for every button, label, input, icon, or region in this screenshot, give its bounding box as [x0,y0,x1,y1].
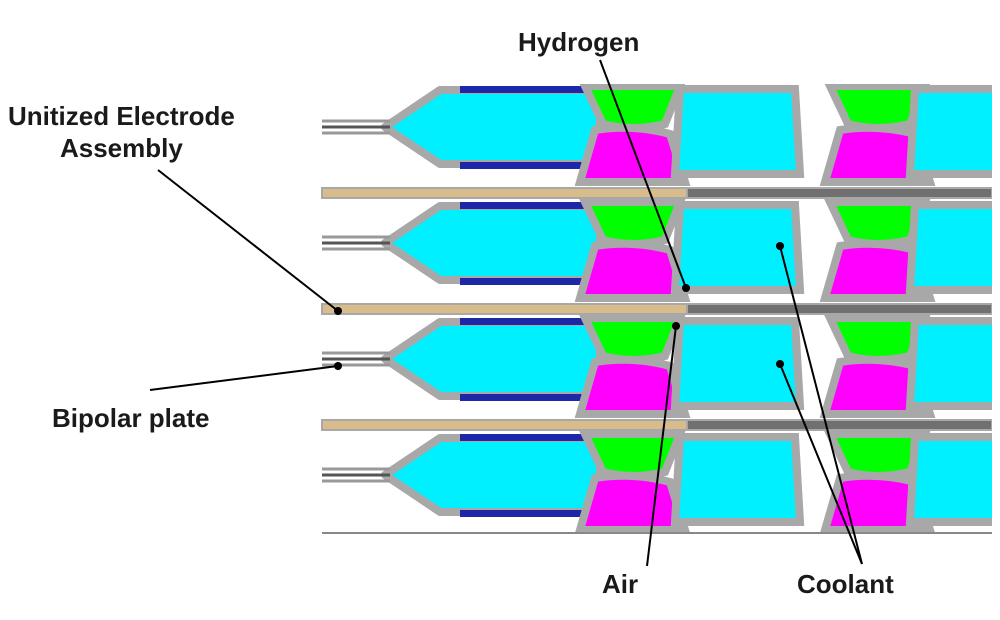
unitized-label-line2: Assembly [59,133,183,163]
manifold-band [460,510,585,517]
membrane-gasket-strip [321,187,688,199]
hydrogen-label: Hydrogen [518,27,640,57]
leader-hydrogen-dot [682,284,690,292]
bipolar-plate-label: Bipolar plate [52,403,210,433]
hydrogen-channel [905,201,992,294]
hydrogen-channel-left [381,434,604,516]
leader-coolant-2-dot [776,360,784,368]
membrane-gasket-strip [321,419,688,431]
leader-coolant-1 [779,245,863,565]
manifold-band [460,278,585,285]
hydrogen-channel-left [381,318,604,400]
hydrogen-channel-left [381,86,604,168]
manifold-band [460,162,585,169]
leader-coolant-1-dot [776,242,784,250]
leader-bipolar-dot [334,362,342,370]
hydrogen-channel [905,85,992,178]
air-channel [574,239,691,302]
leader-coolant-2 [779,363,863,565]
stack-cross-section [320,84,992,534]
membrane-active-strip [686,187,992,199]
unitized-label-line1: Unitized Electrode [8,101,235,131]
coolant-label: Coolant [797,569,894,599]
membrane-gasket-strip [321,303,688,315]
manifold-band [460,318,585,325]
leader-unitized-dot [334,307,342,315]
membrane-active-strip [686,303,992,315]
leader-bipolar [149,365,339,391]
manifold-band [460,202,585,209]
coolant-channel [578,198,686,248]
hydrogen-channel [670,317,805,410]
coolant-channel [578,314,686,364]
leader-air [646,325,677,567]
coolant-channel [579,84,686,132]
air-channel [574,471,691,534]
membrane-active-strip [686,419,992,431]
manifold-band [460,86,585,93]
leader-air-dot [672,322,680,330]
hydrogen-channel [905,317,992,410]
leader-hydrogen [599,59,687,289]
manifold-band [460,394,585,401]
unitized-electrode-assembly-label: Unitized Electrode Assembly [8,100,235,164]
air-label: Air [602,569,639,599]
hydrogen-channel [905,433,992,526]
leader-lines [149,59,863,567]
hydrogen-channel [670,433,805,526]
leader-unitized [157,169,339,312]
coolant-channel [578,430,686,480]
hydrogen-channel-left [381,202,604,284]
hydrogen-channel [670,85,805,178]
manifold-band [460,434,585,441]
air-channel [574,123,691,186]
